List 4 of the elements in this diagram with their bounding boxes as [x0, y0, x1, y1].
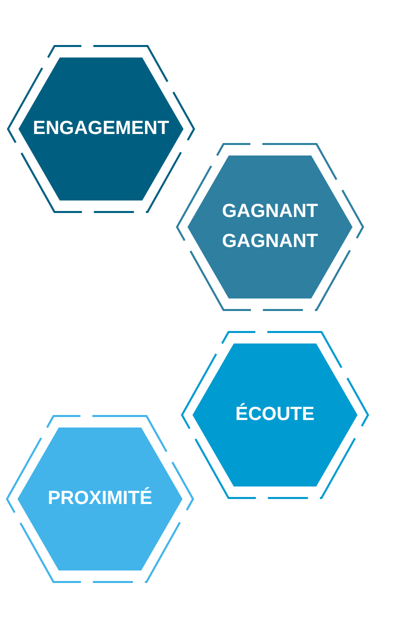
hexagon-label: PROXIMITÉ — [48, 486, 152, 511]
hexagon-label: GAGNANT GAGNANT — [220, 200, 320, 254]
hexagon-label: ÉCOUTE — [235, 402, 315, 427]
hexagon-label: ENGAGEMENT — [32, 117, 170, 141]
